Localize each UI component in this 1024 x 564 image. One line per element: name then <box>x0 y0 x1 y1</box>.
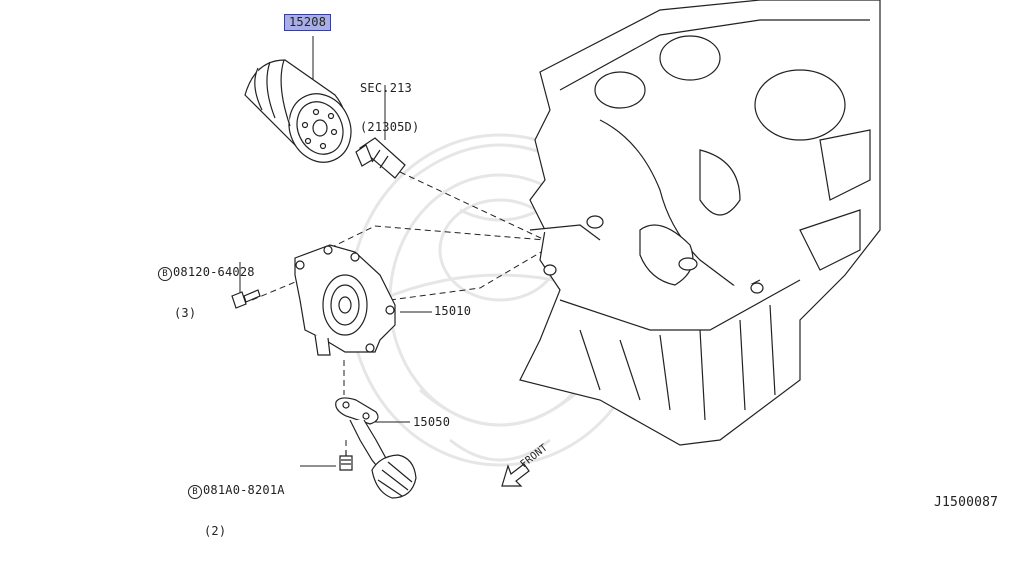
pump-bolt <box>231 289 261 309</box>
engine-block <box>519 0 881 446</box>
part-number-15010-label[interactable]: 15010 <box>434 304 472 318</box>
leader-lines <box>239 36 432 467</box>
bolt-icon: B <box>188 485 202 499</box>
bolt-icon: B <box>158 267 172 281</box>
strainer-bolt <box>339 450 353 471</box>
section-ref-line1: SEC.213 <box>360 81 412 95</box>
gasket <box>335 397 379 425</box>
pump-bolt-number: 08120-64028 <box>173 265 255 279</box>
strainer-bolt-qty: (2) <box>204 524 227 538</box>
part-number-15050-label[interactable]: 15050 <box>413 415 451 429</box>
section-ref-line2: (21305D) <box>360 120 420 134</box>
oil-strainer <box>349 419 417 499</box>
part-number-15208-label[interactable]: 15208 <box>284 14 332 31</box>
drawing-id: J1500087 <box>934 495 999 510</box>
strainer-bolt-number: 081A0-8201A <box>203 483 285 497</box>
diagram-drawing <box>231 0 881 499</box>
pump-bolt-qty: (3) <box>174 306 197 320</box>
section-ref-label[interactable]: SEC.213 (21305D) <box>360 56 419 160</box>
oil-pressure-sensor <box>355 137 406 179</box>
oil-filter <box>244 59 352 163</box>
front-arrow <box>501 463 530 487</box>
oil-pump <box>294 244 396 356</box>
